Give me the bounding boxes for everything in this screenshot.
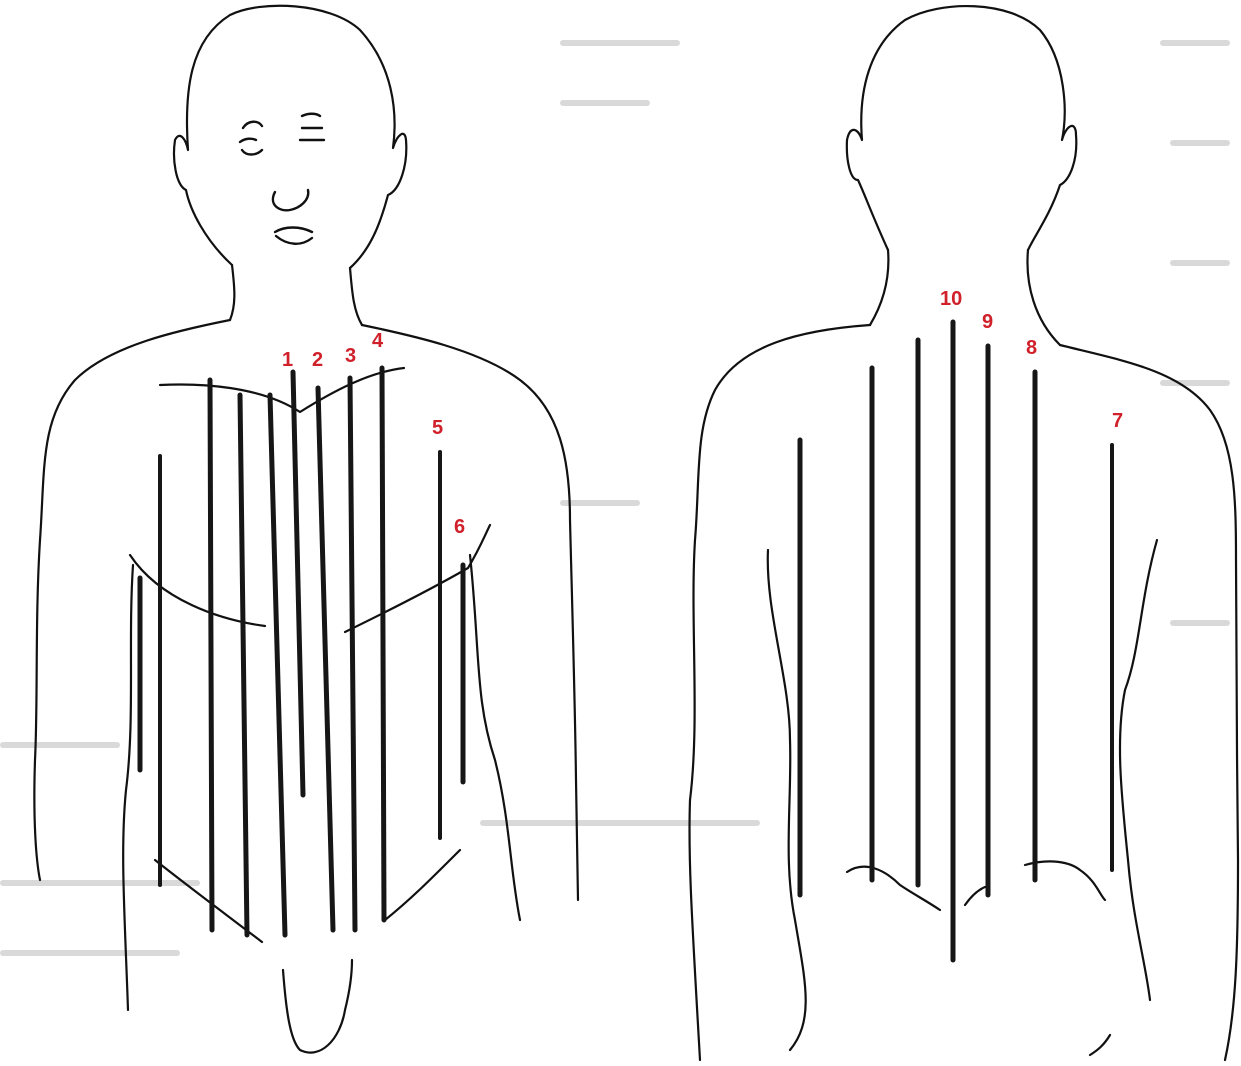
front-figure <box>34 6 578 1053</box>
front-torso-left <box>123 565 133 1010</box>
back-hip-curves <box>847 861 1110 1055</box>
back-figure <box>689 6 1238 1060</box>
label-6: 6 <box>454 516 465 538</box>
back-head-outline <box>847 6 1076 250</box>
label-5: 5 <box>432 417 443 439</box>
front-torso-right <box>470 555 520 920</box>
front-meridian-3 <box>350 378 355 930</box>
background-faded-text <box>0 40 1230 956</box>
back-neck-left <box>870 250 888 325</box>
back-shoulder-left <box>689 325 870 1060</box>
back-labels: 7 8 9 10 <box>940 288 1123 432</box>
front-eye-left <box>240 122 262 155</box>
front-meridian-1 <box>293 372 303 795</box>
back-meridians <box>800 322 1112 960</box>
front-meridian-4 <box>382 368 384 920</box>
label-2: 2 <box>312 349 323 371</box>
front-meridian-e <box>270 395 285 935</box>
label-4: 4 <box>372 330 384 352</box>
back-neck-right <box>1027 250 1060 345</box>
front-chest-right <box>345 525 490 632</box>
front-meridians <box>140 368 463 935</box>
front-meridian-c <box>210 380 212 930</box>
front-navel <box>283 960 352 1053</box>
front-meridian-d <box>240 395 247 935</box>
front-mouth <box>275 228 312 244</box>
front-nose <box>273 190 308 210</box>
front-lower-ribs <box>155 850 460 942</box>
label-8: 8 <box>1026 337 1037 359</box>
front-shoulder-right <box>362 325 578 900</box>
label-1: 1 <box>282 349 293 371</box>
front-neck-right <box>350 268 362 325</box>
front-eye-right <box>300 114 324 140</box>
front-labels: 1 2 3 4 5 6 <box>282 330 465 538</box>
label-9: 9 <box>982 311 993 333</box>
back-shoulder-right <box>1060 345 1238 1060</box>
front-clavicle <box>160 368 404 412</box>
front-meridian-2 <box>318 388 333 930</box>
back-torso-right <box>1120 540 1157 1000</box>
label-3: 3 <box>345 345 356 367</box>
front-neck-left <box>230 265 234 320</box>
label-7: 7 <box>1112 410 1123 432</box>
label-10: 10 <box>940 288 962 310</box>
